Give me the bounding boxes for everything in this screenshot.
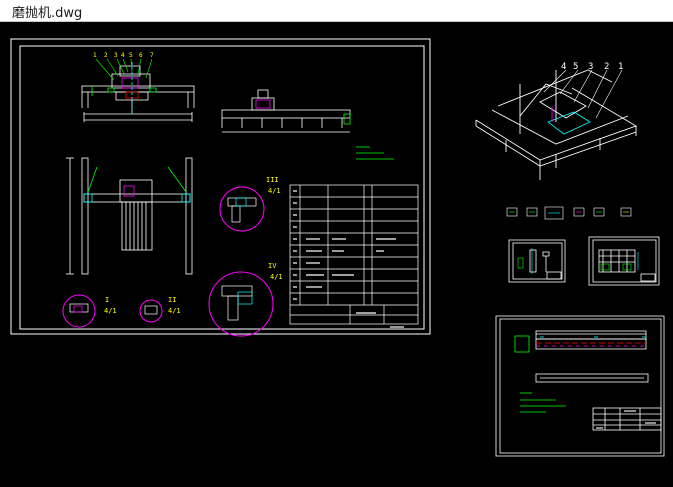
parts-list-table bbox=[289, 184, 419, 325]
large-sheet-color bbox=[514, 335, 646, 353]
side-view-color bbox=[255, 99, 351, 125]
svg-text:4: 4 bbox=[121, 52, 125, 59]
side-view bbox=[221, 89, 351, 133]
svg-text:7: 7 bbox=[150, 52, 154, 59]
svg-text:1: 1 bbox=[618, 62, 623, 72]
svg-text:I: I bbox=[105, 296, 109, 304]
small-sheet-2 bbox=[588, 236, 660, 286]
large-sheet bbox=[495, 315, 665, 457]
svg-text:3: 3 bbox=[588, 62, 593, 72]
detail-labels: III 4/1 IV 4/1 I 4/1 II 4/1 bbox=[104, 176, 283, 315]
small-sheet-2-color bbox=[600, 252, 639, 271]
cad-drawing: 1 2 3 4 5 6 7 bbox=[10, 38, 665, 457]
svg-text:4/1: 4/1 bbox=[104, 307, 117, 315]
svg-text:2: 2 bbox=[104, 52, 108, 59]
svg-text:III: III bbox=[266, 176, 279, 184]
svg-text:5: 5 bbox=[573, 62, 578, 72]
svg-text:5: 5 bbox=[129, 52, 133, 59]
top-view-color bbox=[83, 166, 191, 203]
isometric-color bbox=[547, 106, 591, 135]
detail-circles bbox=[62, 186, 274, 337]
small-sheet-1-color bbox=[517, 248, 533, 274]
svg-text:4/1: 4/1 bbox=[168, 307, 181, 315]
parts-list-text bbox=[293, 190, 404, 328]
small-sheet-1 bbox=[508, 239, 566, 283]
front-view-color bbox=[91, 62, 157, 114]
thumbnail-row bbox=[506, 206, 632, 220]
technical-notes bbox=[356, 146, 394, 160]
svg-text:1: 1 bbox=[93, 52, 97, 59]
isometric-balloons: 4 5 3 2 1 bbox=[561, 62, 623, 72]
detail-internals bbox=[69, 197, 257, 321]
svg-text:4/1: 4/1 bbox=[270, 273, 283, 281]
large-sheet-title-text bbox=[596, 410, 656, 429]
svg-text:4/1: 4/1 bbox=[268, 187, 281, 195]
large-sheet-notes bbox=[520, 392, 566, 413]
svg-text:3: 3 bbox=[114, 52, 118, 59]
svg-text:2: 2 bbox=[604, 62, 609, 72]
svg-text:4: 4 bbox=[561, 62, 566, 72]
title-bar: 磨抛机.dwg bbox=[0, 0, 673, 22]
svg-text:6: 6 bbox=[139, 52, 143, 59]
front-view-leaders bbox=[95, 58, 153, 81]
window-title: 磨抛机.dwg bbox=[12, 6, 83, 21]
main-sheet bbox=[10, 38, 431, 335]
svg-text:II: II bbox=[168, 296, 176, 304]
isometric-leaders bbox=[543, 69, 623, 119]
isometric-view bbox=[475, 69, 638, 180]
svg-text:IV: IV bbox=[268, 262, 277, 270]
detail-internals-color bbox=[73, 197, 253, 313]
front-view-balloons: 1 2 3 4 5 6 7 bbox=[93, 52, 154, 59]
thumbnail-row-color bbox=[509, 211, 629, 214]
drawing-canvas[interactable]: 1 2 3 4 5 6 7 bbox=[0, 22, 673, 487]
top-view bbox=[66, 157, 193, 275]
